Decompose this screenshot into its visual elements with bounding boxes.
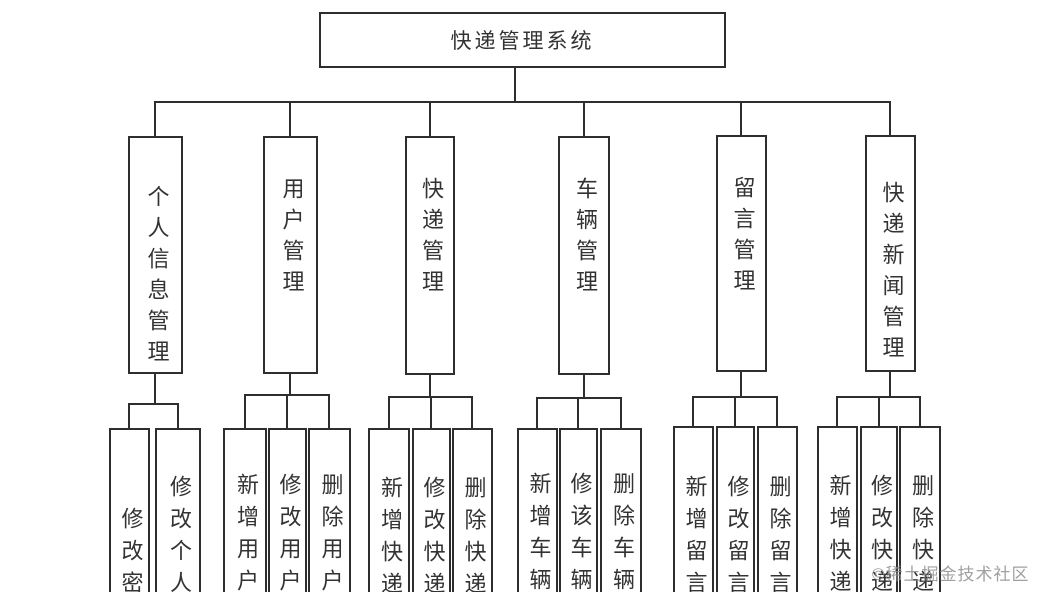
- node-delete-message: 删除留言: [757, 426, 798, 592]
- leaf-label: 修改用户: [275, 473, 301, 592]
- leaf-label: 新增用户: [233, 473, 258, 592]
- node-add-message: 新增留言: [673, 426, 714, 592]
- leaf-label: 新增快递: [825, 474, 851, 592]
- leaf-label: 删除车辆: [609, 472, 634, 592]
- node-modify-vehicle: 修该车辆: [559, 428, 598, 592]
- node-personal-info-management: 个人信息管理: [128, 136, 183, 374]
- node-delete-vehicle: 删除车辆: [600, 428, 642, 592]
- node-express-management: 快递管理: [405, 136, 455, 375]
- node-modify-personal-info: 修改个人: [155, 428, 201, 592]
- leaf-label: 新增车辆: [525, 472, 551, 592]
- node-modify-password: 修改密: [109, 428, 150, 592]
- leaf-label: 修改密: [117, 507, 143, 592]
- node-root: 快递管理系统: [319, 12, 726, 68]
- node-add-vehicle: 新增车辆: [517, 428, 558, 592]
- node-modify-user: 修改用户: [268, 428, 307, 592]
- leaf-label: 修改留言: [723, 475, 749, 592]
- node-express-news-management: 快递新闻管理: [865, 135, 916, 372]
- branch-label: 车辆管理: [572, 177, 597, 301]
- juejin-watermark: ©稀土掘金技术社区: [872, 565, 1030, 584]
- leaf-label: 修改个人: [166, 475, 191, 592]
- leaf-label: 新增留言: [681, 475, 707, 592]
- branch-label: 用户管理: [278, 177, 304, 301]
- branch-label: 留言管理: [729, 176, 755, 300]
- leaf-label: 修改快递: [419, 476, 445, 592]
- node-modify-message: 修改留言: [716, 426, 755, 592]
- node-root-label: 快递管理系统: [450, 29, 595, 53]
- node-delete-express-news: 删除快递: [899, 426, 941, 592]
- node-add-express: 新增快递: [368, 428, 410, 592]
- node-vehicle-management: 车辆管理: [558, 136, 610, 375]
- node-message-management: 留言管理: [716, 135, 767, 372]
- leaf-label: 删除用户: [317, 473, 343, 592]
- node-modify-express-news: 修改快递: [860, 426, 898, 592]
- node-add-user: 新增用户: [223, 428, 267, 592]
- leaf-label: 删除快递: [460, 476, 486, 592]
- leaf-label: 修该车辆: [566, 472, 592, 592]
- node-delete-express: 删除快递: [452, 428, 493, 592]
- leaf-label: 删除快递: [908, 474, 933, 592]
- node-modify-express: 修改快递: [412, 428, 451, 592]
- node-delete-user: 删除用户: [308, 428, 351, 592]
- leaf-label: 修改快递: [867, 474, 892, 592]
- leaf-label: 删除留言: [765, 475, 791, 592]
- node-add-express-news: 新增快递: [817, 426, 858, 592]
- branch-label: 快递新闻管理: [878, 181, 904, 367]
- node-user-management: 用户管理: [263, 136, 318, 374]
- leaf-label: 新增快递: [377, 476, 402, 592]
- branch-label: 个人信息管理: [143, 185, 169, 371]
- branch-label: 快递管理: [418, 177, 443, 301]
